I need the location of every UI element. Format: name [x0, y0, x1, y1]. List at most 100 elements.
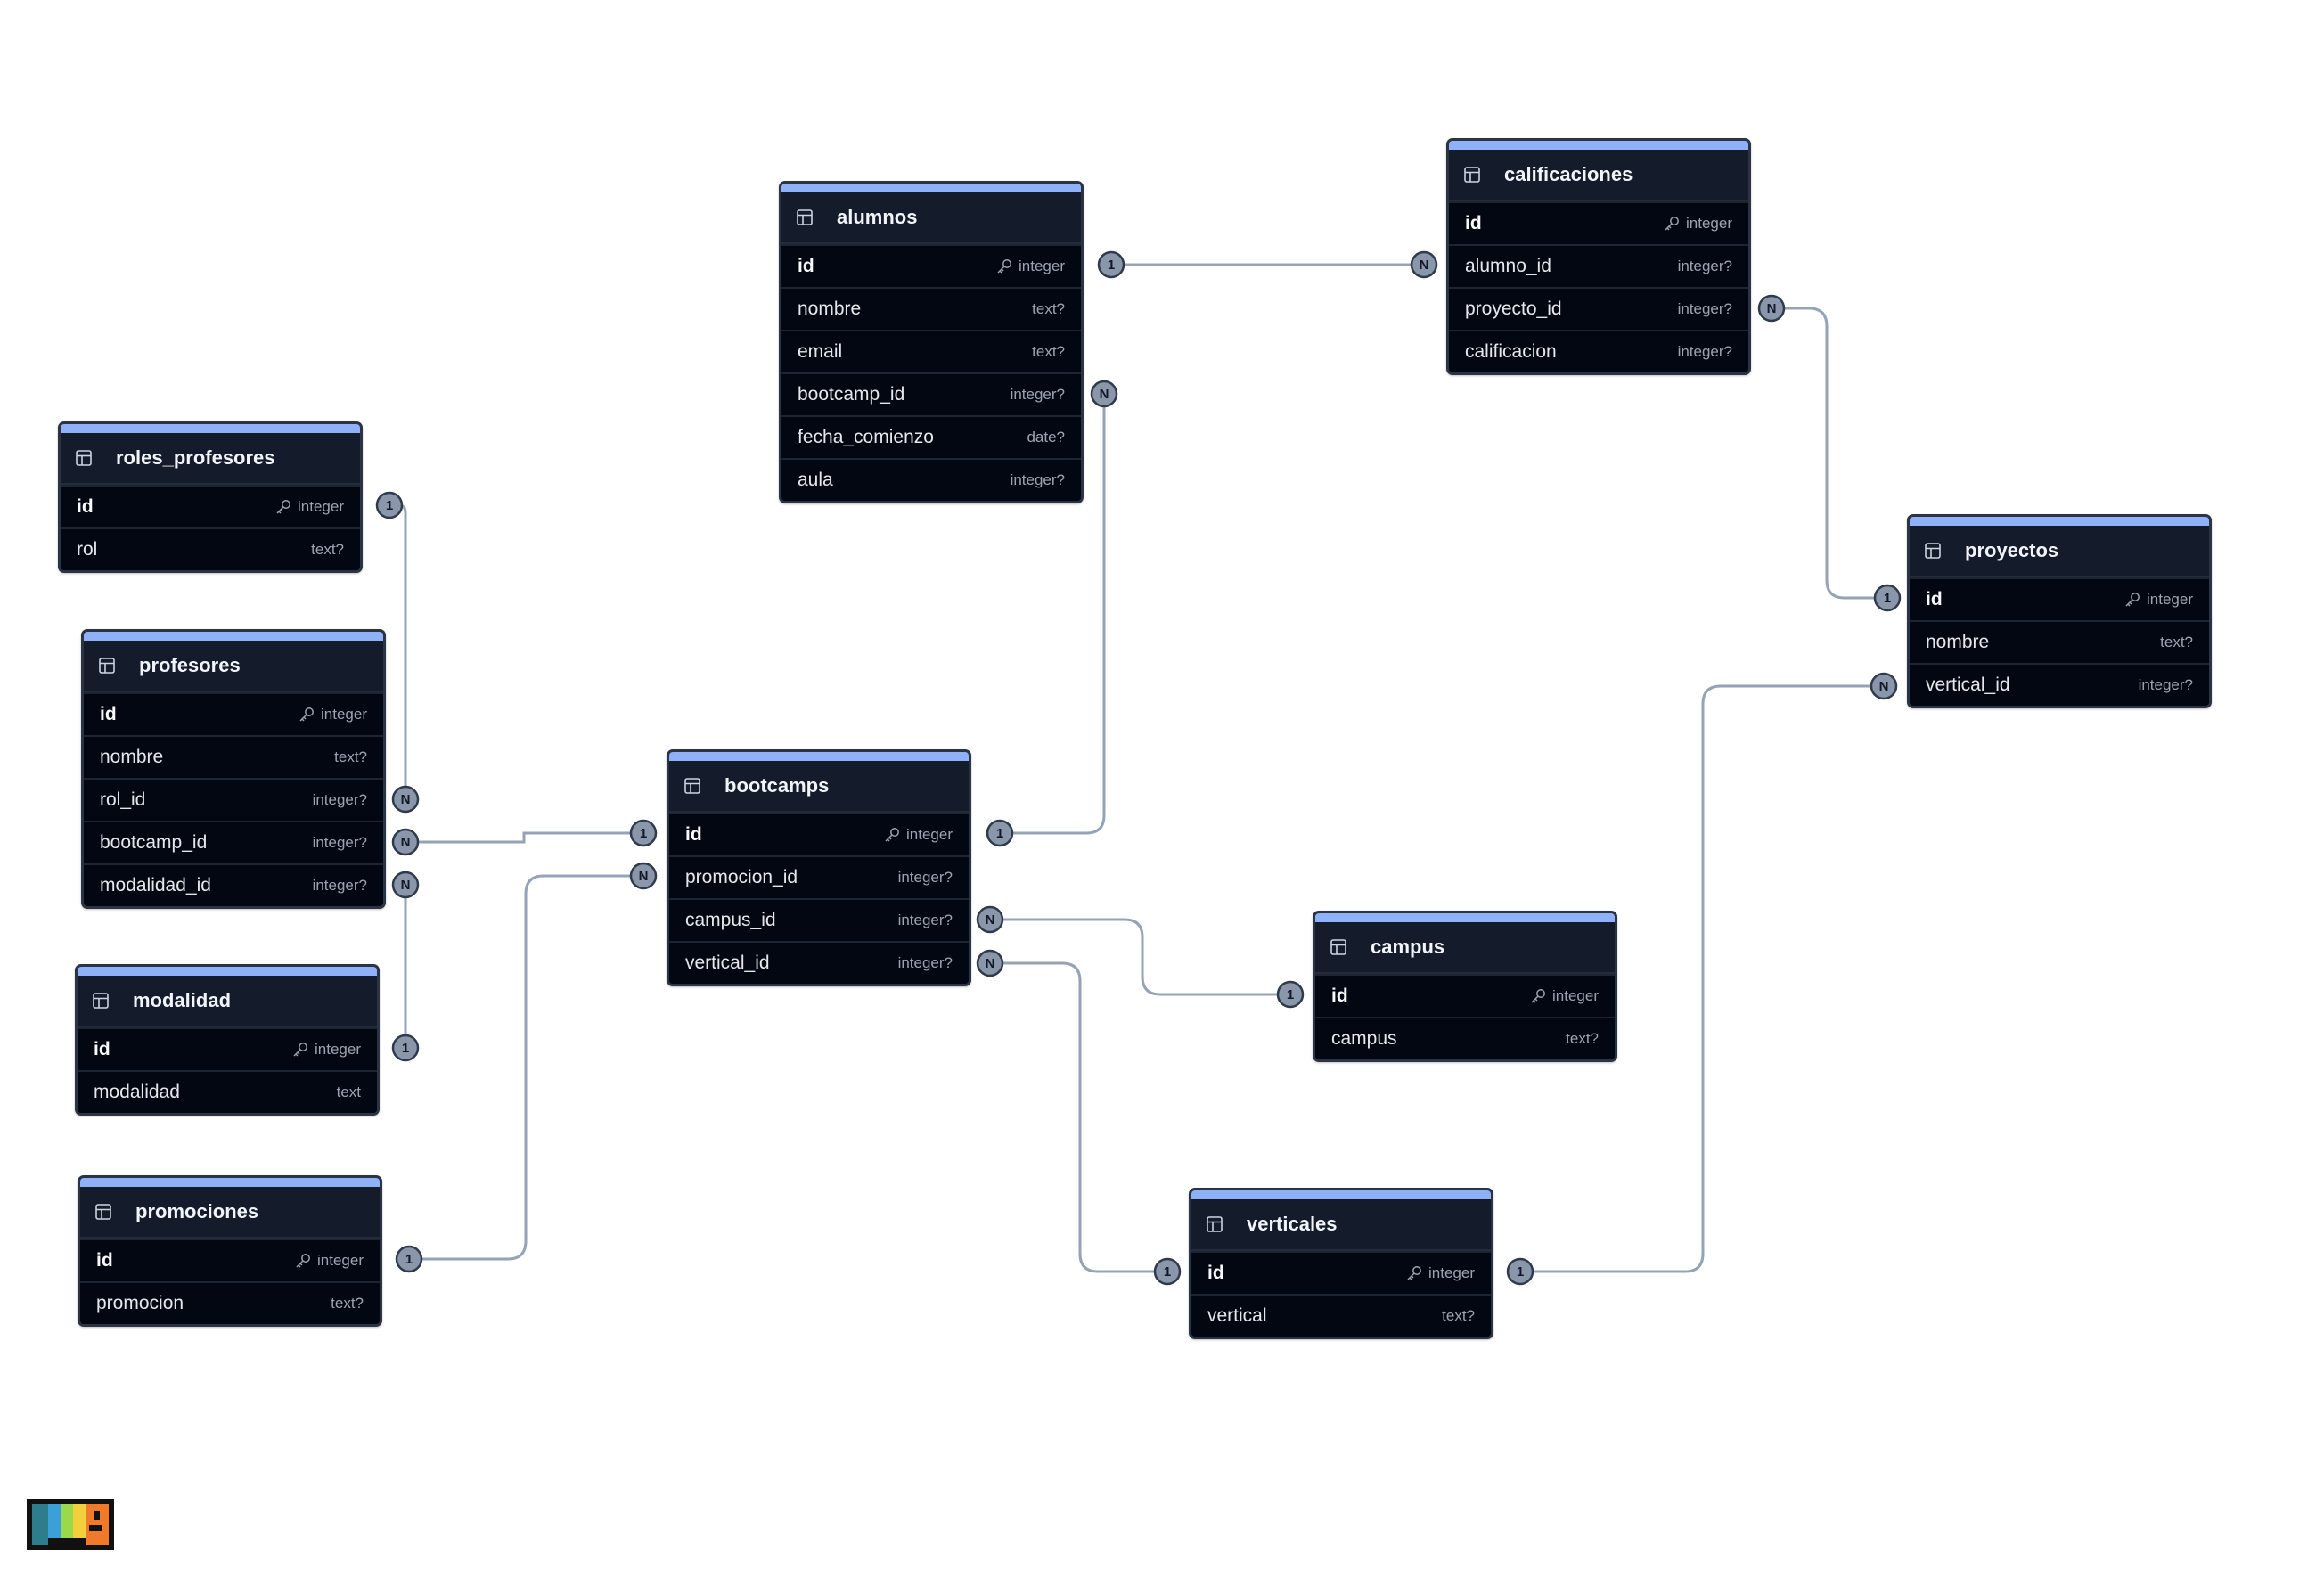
badge-roles-profesores-id: 1	[375, 491, 404, 519]
field-type-label: integer?	[897, 912, 953, 928]
table-header[interactable]: calificaciones	[1449, 150, 1748, 201]
field-row-id[interactable]: id integer	[1449, 201, 1748, 244]
key-icon	[1663, 215, 1686, 233]
field-type: text	[337, 1083, 361, 1101]
table-header[interactable]: roles_profesores	[61, 433, 360, 485]
svg-text:1: 1	[1287, 987, 1294, 1002]
field-name: fecha_comienzo	[798, 427, 934, 447]
key-icon	[995, 258, 1019, 275]
field-type: integer?	[1678, 300, 1732, 318]
table-name: modalidad	[133, 989, 232, 1011]
field-type-label: text?	[334, 748, 367, 765]
table-accent-bar	[1191, 1190, 1491, 1199]
badge-bootcamps-id-right: 1	[986, 819, 1014, 847]
field-type: integer?	[1678, 343, 1732, 361]
table-header[interactable]: bootcamps	[669, 761, 969, 813]
field-type: text?	[331, 1295, 364, 1312]
field-type-label: integer	[1428, 1264, 1475, 1281]
field-name: nombre	[1926, 632, 1990, 652]
svg-text:1: 1	[640, 826, 647, 841]
table-name: alumnos	[837, 206, 918, 228]
table-accent-bar	[84, 632, 383, 641]
field-type-label: integer	[1552, 987, 1599, 1004]
badge-profesores-rol-id: N	[391, 785, 420, 814]
link-proyectos-calificaciones[interactable]	[1767, 307, 1882, 600]
link-promociones-bootcamps[interactable]	[409, 874, 643, 1261]
field-name: bootcamp_id	[798, 384, 905, 405]
link-bootcamps-alumnos[interactable]	[998, 394, 1106, 835]
table-header[interactable]: modalidad	[78, 976, 377, 1027]
table-header[interactable]: profesores	[84, 641, 383, 692]
field-type-label: integer?	[2138, 676, 2193, 693]
table-accent-bar	[1449, 141, 1748, 150]
table-header[interactable]: proyectos	[1910, 526, 2209, 577]
link-verticales-proyectos[interactable]	[1520, 684, 1882, 1273]
table-header[interactable]: verticales	[1191, 1199, 1491, 1251]
table-name: promociones	[135, 1200, 259, 1222]
app-logo-icon[interactable]	[25, 1495, 118, 1554]
table-header[interactable]: alumnos	[781, 192, 1081, 244]
field-type: integer	[995, 258, 1065, 275]
field-type-label: text?	[1032, 300, 1065, 317]
field-type: text?	[311, 541, 344, 559]
key-icon	[294, 1252, 317, 1270]
field-type-label: integer	[1686, 215, 1732, 232]
table-header[interactable]: promociones	[80, 1187, 380, 1239]
link-verticales-bootcamps[interactable]	[990, 961, 1167, 1273]
field-type-label: integer?	[312, 877, 367, 894]
svg-text:1: 1	[1517, 1264, 1524, 1280]
link-roles-profesores[interactable]	[389, 503, 407, 799]
table-header[interactable]: campus	[1315, 922, 1615, 974]
svg-text:N: N	[401, 835, 411, 850]
table-icon	[1330, 938, 1347, 956]
table-accent-bar	[1315, 913, 1615, 922]
field-type-label: integer?	[1677, 258, 1732, 274]
field-name: id	[1465, 213, 1482, 233]
link-campus-bootcamps[interactable]	[990, 918, 1290, 996]
table-name: calificaciones	[1504, 163, 1633, 185]
field-row-bootcamp-id[interactable]: bootcamp_id integer?	[781, 372, 1081, 415]
link-bootcamps-profesores[interactable]	[405, 831, 643, 844]
field-type-label: integer?	[1010, 386, 1065, 403]
